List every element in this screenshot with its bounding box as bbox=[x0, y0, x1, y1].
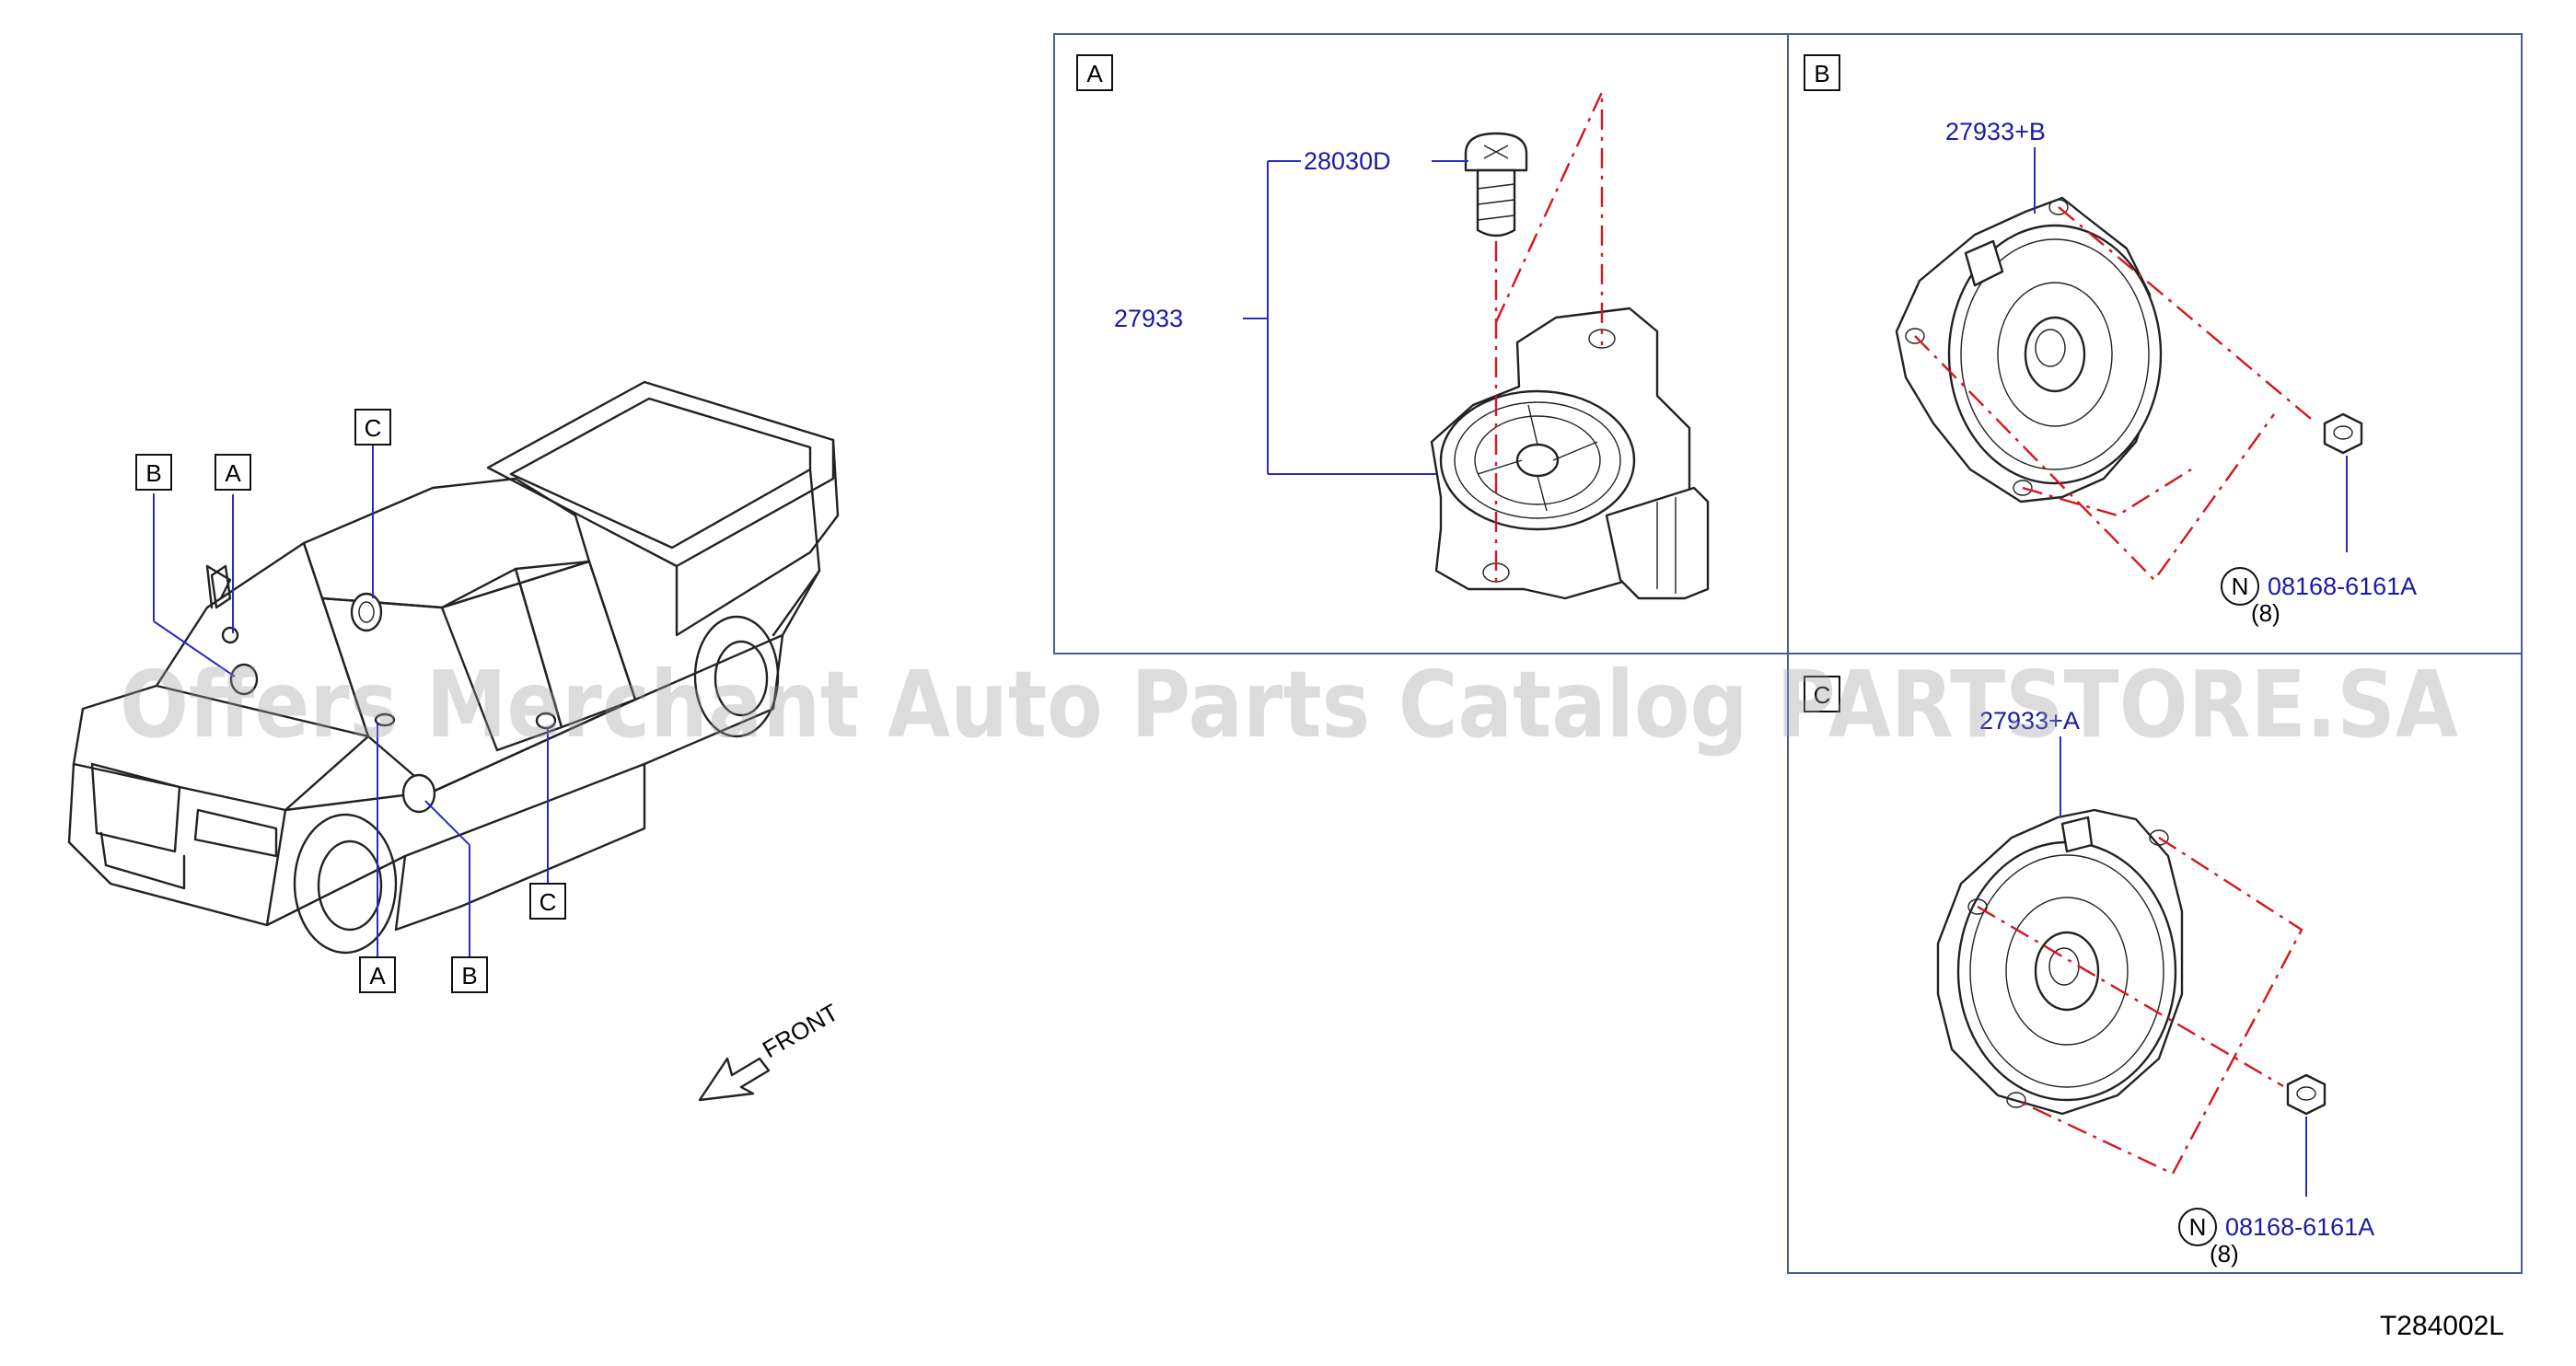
svg-text:A: A bbox=[369, 962, 386, 990]
svg-text:B: B bbox=[1814, 60, 1829, 87]
part-number-08168-6161a-b: 08168-6161A bbox=[2268, 573, 2417, 600]
svg-text:C: C bbox=[1814, 681, 1831, 709]
svg-text:A: A bbox=[1086, 60, 1103, 87]
quantity-c: (8) bbox=[2210, 1240, 2239, 1268]
watermark: Offers Merchant Auto Parts Catalog PARTS… bbox=[120, 651, 2458, 758]
panel-c-label: C bbox=[1804, 676, 1840, 712]
panel-a-leaders bbox=[1243, 160, 1468, 475]
front-arrow-icon bbox=[698, 1057, 771, 1102]
vehicle-callout-a-top: A bbox=[215, 454, 251, 491]
panel-b: B 27933+B bbox=[1804, 54, 2417, 627]
nut-08168-6161a-c bbox=[2286, 1073, 2327, 1116]
part-number-08168-6161a-c: 08168-6161A bbox=[2225, 1213, 2374, 1241]
panel-frames bbox=[1053, 33, 2523, 1274]
part-number-27933b: 27933+B bbox=[1945, 118, 2046, 145]
tweeter-27933 bbox=[1430, 307, 1710, 600]
part-number-27933: 27933 bbox=[1114, 305, 1183, 332]
nut-08168-6161a-b bbox=[2323, 412, 2363, 455]
panel-c: C 27933+A N bbox=[1804, 676, 2374, 1268]
part-number-27933a: 27933+A bbox=[1979, 707, 2080, 735]
panel-a-centerlines bbox=[1494, 91, 1604, 589]
svg-text:FRONT: FRONT bbox=[758, 998, 843, 1063]
drawing-code: T284002L bbox=[2380, 1311, 2504, 1341]
panel-b-leaders bbox=[2034, 147, 2348, 552]
panel-b-label: B bbox=[1804, 54, 1840, 91]
vehicle-callout-b-top: B bbox=[135, 454, 172, 491]
svg-text:C: C bbox=[540, 888, 557, 916]
part-number-28030d: 28030D bbox=[1304, 147, 1391, 175]
panel-c-centerlines bbox=[1977, 836, 2303, 1175]
vehicle-callout-c-top: C bbox=[354, 409, 391, 446]
speaker-27933a bbox=[1936, 808, 2184, 1116]
panel-a: A bbox=[1076, 54, 1710, 600]
nut-callout-c: N 08168-6161A (8) bbox=[2178, 1208, 2374, 1268]
svg-text:A: A bbox=[225, 459, 241, 487]
front-direction-indicator: FRONT bbox=[698, 998, 843, 1102]
quantity-b: (8) bbox=[2251, 599, 2280, 627]
svg-text:B: B bbox=[145, 459, 161, 487]
vehicle-callout-c-bottom: C bbox=[529, 883, 566, 920]
svg-text:B: B bbox=[461, 962, 477, 990]
nut-symbol-c: N bbox=[2189, 1213, 2207, 1241]
vehicle-callout-b-bottom: B bbox=[451, 956, 488, 993]
vehicle-illustration bbox=[67, 380, 840, 955]
svg-text:C: C bbox=[365, 414, 382, 442]
nut-symbol-b: N bbox=[2232, 573, 2249, 600]
panel-b-centerlines bbox=[1914, 206, 2312, 582]
nut-callout-b: N 08168-6161A (8) bbox=[2221, 567, 2417, 627]
panel-a-label: A bbox=[1076, 54, 1113, 91]
vehicle-callout-leaders bbox=[153, 445, 549, 957]
vehicle-callout-a-bottom: A bbox=[359, 956, 396, 993]
speaker-27933b bbox=[1895, 196, 2163, 504]
panel-c-leaders bbox=[2060, 736, 2307, 1197]
screw-28030d bbox=[1464, 132, 1528, 237]
